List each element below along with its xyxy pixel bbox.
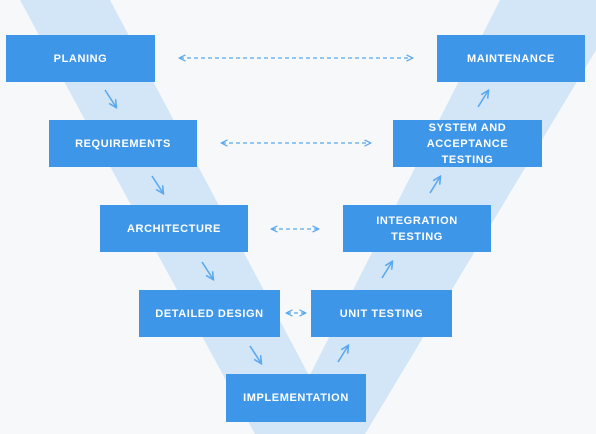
stage-label: DETAILED DESIGN [155, 307, 264, 320]
stage-unit-testing: UNIT TESTING [311, 290, 452, 337]
stage-architecture: ARCHITECTURE [100, 205, 248, 252]
stage-detailed-design: DETAILED DESIGN [139, 290, 280, 337]
stage-implementation: IMPLEMENTATION [226, 374, 366, 422]
flow-arrow [201, 261, 213, 279]
flow-arrow [477, 91, 488, 108]
flow-arrow [151, 175, 163, 193]
stage-label: UNIT TESTING [339, 307, 424, 320]
stage-label: IMPLEMENTATION [243, 392, 349, 404]
stage-requirements: REQUIREMENTS [49, 120, 197, 167]
stage-system-acceptance-testing: SYSTEM AND ACCEPTANCE TESTING [393, 120, 542, 167]
stage-label: MAINTENANCE [467, 52, 555, 65]
stage-label-line-1: SYSTEM AND [428, 121, 507, 134]
stage-label-line-2: TESTING [391, 230, 443, 243]
flow-arrow [337, 346, 348, 363]
stage-label: REQUIREMENTS [75, 137, 171, 150]
flow-arrow [104, 89, 116, 107]
stage-planing: PLANING [6, 35, 155, 82]
stage-label-line-2: ACCEPTANCE TESTING [426, 137, 509, 166]
stage-integration-testing: INTEGRATION TESTING [343, 205, 491, 252]
stage-label: PLANING [53, 52, 108, 65]
stage-label-line-1: INTEGRATION [376, 214, 458, 227]
flow-arrow [381, 262, 392, 279]
stage-maintenance: MAINTENANCE [437, 35, 585, 82]
flow-arrow [429, 177, 440, 194]
flow-arrow [249, 345, 261, 363]
stage-label: ARCHITECTURE [127, 222, 221, 235]
